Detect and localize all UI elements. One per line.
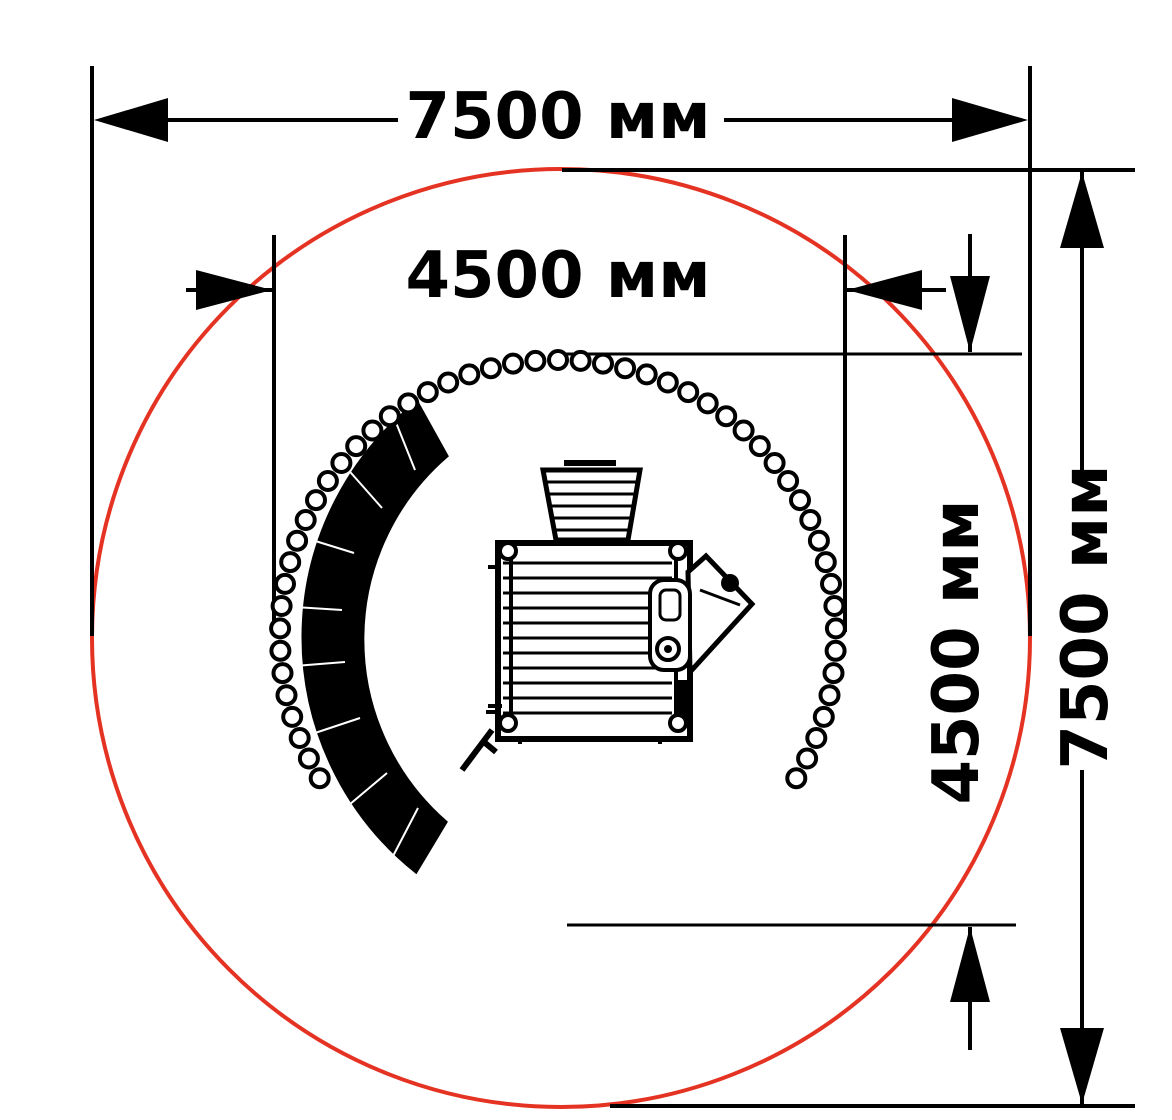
ring-circle: [297, 747, 320, 770]
ring-circle: [592, 352, 614, 375]
safety-zone-circle: [90, 167, 1032, 1109]
ring-circle: [271, 662, 294, 685]
ring-circle: [799, 509, 822, 531]
ring-circle: [274, 572, 296, 595]
ring-circle: [275, 684, 298, 707]
outer-width-dimension: 7500 мм: [90, 66, 1032, 636]
top-hopper: [539, 460, 643, 547]
ring-circle: [308, 767, 331, 790]
ring-circle: [807, 529, 830, 552]
ring-circle: [294, 509, 317, 531]
ring-circle: [279, 551, 302, 574]
ring-circle: [524, 349, 547, 372]
circle-ring-fence: [269, 349, 847, 790]
ring-circle: [820, 572, 842, 595]
inner-width-dimension: 4500 мм: [186, 235, 946, 632]
ring-circle: [824, 617, 847, 640]
arrow-down-icon: [950, 276, 990, 352]
ring-circle: [818, 684, 841, 707]
arrow-left-icon: [94, 98, 168, 142]
outer-height-dimension: 7500 мм: [562, 168, 1135, 1108]
ring-circle: [286, 529, 309, 552]
inner-width-label: 4500 мм: [405, 239, 710, 313]
ring-circle: [796, 747, 819, 770]
ring-circle: [812, 705, 835, 728]
ring-circle: [270, 595, 293, 617]
ring-circle: [416, 381, 439, 404]
ring-circle: [822, 662, 845, 685]
ring-circle: [316, 470, 339, 492]
ring-circle: [361, 419, 384, 442]
ring-circle: [677, 381, 700, 404]
ring-circle: [269, 639, 292, 662]
ring-circle: [777, 470, 800, 492]
ring-circle: [281, 705, 304, 728]
arrow-right-icon: [196, 270, 272, 310]
ring-circle: [397, 392, 420, 415]
step-handle: [459, 704, 502, 772]
ring-circle: [732, 419, 755, 442]
ring-circle: [614, 357, 637, 380]
ring-circle: [823, 595, 846, 617]
central-structure: [459, 460, 756, 772]
ring-circle: [824, 639, 847, 662]
arrow-right-icon: [952, 98, 1028, 142]
ring-circle: [547, 349, 569, 371]
ring-circle: [330, 452, 353, 474]
ring-circle: [288, 727, 311, 749]
ring-circle: [656, 371, 679, 394]
main-platform: [486, 540, 706, 744]
ring-circle: [569, 349, 592, 372]
ring-circle: [696, 392, 719, 415]
outer-height-label: 7500 мм: [1049, 464, 1123, 769]
ring-circle: [305, 489, 327, 512]
ring-circle: [378, 405, 401, 428]
arrow-up-icon: [950, 927, 990, 1002]
ring-circle: [814, 551, 837, 574]
inner-height-dimension: 4500 мм: [555, 234, 1022, 1050]
ring-circle: [437, 371, 460, 394]
ring-circle: [635, 363, 658, 386]
curved-wall-panel: [278, 399, 449, 875]
ring-circle: [805, 727, 828, 749]
ring-circle: [479, 357, 502, 380]
ring-circle: [789, 489, 811, 512]
ring-circle: [748, 435, 771, 458]
ring-circle: [502, 352, 524, 375]
ring-circle: [269, 617, 292, 640]
arrow-up-icon: [1060, 172, 1104, 248]
ring-circle: [715, 405, 738, 428]
ring-circle: [763, 452, 786, 474]
arrow-left-icon: [847, 270, 922, 310]
outer-width-label: 7500 мм: [405, 80, 710, 154]
arrow-down-icon: [1060, 1028, 1104, 1104]
side-slide: [648, 552, 756, 679]
ring-circle: [458, 363, 481, 386]
ring-circle: [785, 767, 808, 790]
inner-height-label: 4500 мм: [920, 499, 994, 804]
ring-circle: [345, 435, 368, 458]
